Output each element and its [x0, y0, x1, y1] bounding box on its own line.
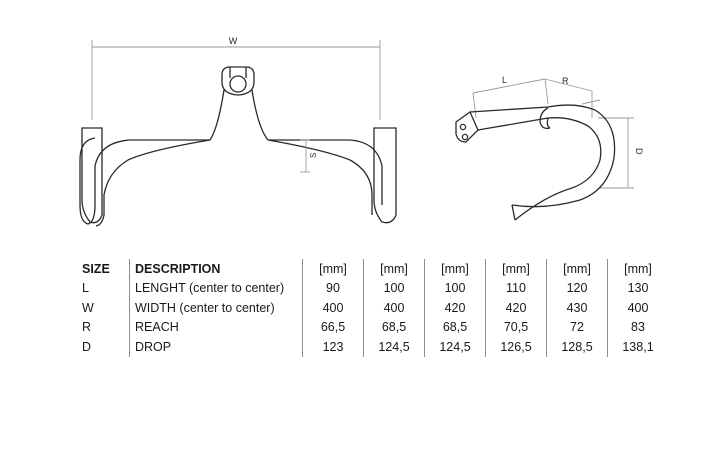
bar-right	[268, 139, 383, 205]
stem-label: S	[309, 153, 318, 158]
side-view: L R D	[455, 75, 644, 221]
row-value: 110	[485, 278, 547, 298]
row-value: 130	[607, 278, 668, 298]
row-value: 128,5	[546, 337, 608, 357]
width-dimension	[91, 40, 381, 120]
row-value: 90	[302, 278, 364, 298]
drop-label: D	[634, 148, 644, 155]
table-header-row: SIZE DESCRIPTION [mm] [mm] [mm] [mm] [mm…	[80, 259, 668, 279]
row-value: 70,5	[485, 317, 547, 337]
table-row: W WIDTH (center to center) 400 400 420 4…	[80, 298, 668, 318]
row-value: 100	[363, 278, 425, 298]
front-view: W S	[79, 36, 397, 227]
row-value: 420	[485, 298, 547, 318]
header-unit: [mm]	[607, 259, 668, 279]
row-value: 68,5	[363, 317, 425, 337]
row-value: 430	[546, 298, 608, 318]
row-value: 126,5	[485, 337, 547, 357]
header-unit: [mm]	[363, 259, 425, 279]
stem-clamp	[221, 66, 255, 96]
reach-label: R	[562, 76, 569, 86]
row-value: 123	[302, 337, 364, 357]
row-value: 400	[302, 298, 364, 318]
header-description: DESCRIPTION	[129, 259, 303, 279]
side-stem-clamp	[455, 111, 479, 143]
stem-body	[209, 89, 269, 141]
row-value: 100	[424, 278, 486, 298]
row-value: 138,1	[607, 337, 668, 357]
row-value: 420	[424, 298, 486, 318]
row-size: L	[82, 281, 89, 296]
row-description: DROP	[129, 337, 303, 357]
table-row: L LENGHT (center to center) 90 100 100 1…	[80, 278, 668, 298]
row-value: 124,5	[363, 337, 425, 357]
row-size: W	[82, 300, 94, 315]
row-size: D	[82, 339, 92, 354]
length-label: L	[502, 75, 507, 85]
row-value: 72	[546, 317, 608, 337]
row-value: 400	[363, 298, 425, 318]
length-dimension	[472, 78, 546, 94]
row-size: R	[82, 320, 92, 335]
stem-clamp-hole	[229, 75, 247, 93]
geometry-table: SIZE DESCRIPTION [mm] [mm] [mm] [mm] [mm…	[80, 259, 668, 357]
row-value: 400	[607, 298, 668, 318]
width-label: W	[229, 36, 238, 46]
table-row: D DROP 123 124,5 124,5 126,5 128,5 138,1	[80, 337, 668, 357]
row-description: LENGHT (center to center)	[129, 278, 303, 298]
row-value: 68,5	[424, 317, 486, 337]
header-unit: [mm]	[302, 259, 364, 279]
table-row: R REACH 66,5 68,5 68,5 70,5 72 83	[80, 317, 668, 337]
row-description: REACH	[129, 317, 303, 337]
row-value: 124,5	[424, 337, 486, 357]
side-bar-hook	[469, 104, 616, 208]
stem-section	[300, 139, 310, 173]
row-value: 120	[546, 278, 608, 298]
header-size: SIZE	[82, 261, 110, 276]
header-unit: [mm]	[424, 259, 486, 279]
bar-left	[79, 137, 210, 225]
reach-dimension	[544, 78, 593, 92]
row-value: 66,5	[302, 317, 364, 337]
row-value: 83	[607, 317, 668, 337]
header-unit: [mm]	[485, 259, 547, 279]
row-description: WIDTH (center to center)	[129, 298, 303, 318]
handlebar-drawings: W S	[79, 36, 644, 227]
header-unit: [mm]	[546, 259, 608, 279]
